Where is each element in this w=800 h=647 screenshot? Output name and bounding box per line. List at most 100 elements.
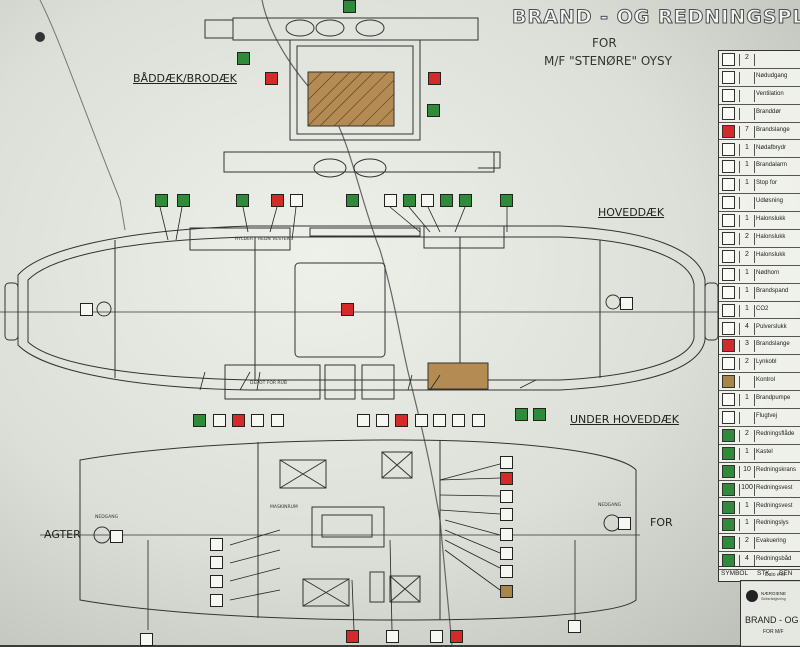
hose-icon bbox=[395, 414, 408, 427]
company-logo-icon bbox=[746, 590, 758, 602]
hose-icon bbox=[341, 303, 354, 316]
shutoff-icon bbox=[271, 414, 284, 427]
buoy-icon bbox=[500, 194, 513, 207]
boat-deck-label: BÅDDÆK/BRODÆK bbox=[133, 72, 237, 85]
nedgang-fore-label: NEDGANG bbox=[598, 503, 622, 508]
legend-text: Redningsvest bbox=[756, 484, 793, 491]
company-block: NÆRGIENE Skibsrådgivning BRAND - OG FOR … bbox=[740, 580, 800, 647]
legend-qty: 10 bbox=[739, 465, 755, 478]
legend-text: Brandslange bbox=[756, 341, 790, 348]
arrow-icon bbox=[110, 530, 123, 543]
stair-icon bbox=[722, 196, 735, 210]
legend-qty: 2 bbox=[739, 429, 755, 442]
flight-icon bbox=[722, 411, 735, 424]
legend-qty: 1 bbox=[739, 286, 755, 299]
raft-icon bbox=[155, 194, 168, 207]
fire-icon bbox=[415, 414, 428, 427]
shutoff-icon bbox=[568, 620, 581, 633]
hatched-room bbox=[427, 362, 489, 390]
legend-text: Brandpumpe bbox=[756, 395, 791, 402]
plan-title: BRAND - OG REDNINGSPL bbox=[512, 6, 800, 29]
legend-header: SYMBOL STK BEN bbox=[719, 566, 800, 581]
hose-icon bbox=[722, 339, 735, 353]
blanket-icon bbox=[722, 357, 735, 371]
legend-header-text: BEN bbox=[779, 570, 793, 577]
line-icon bbox=[722, 536, 735, 550]
hose-icon bbox=[376, 414, 389, 427]
pump-icon bbox=[722, 393, 735, 407]
legend-text: Flugtvej bbox=[756, 413, 778, 419]
buoy-icon bbox=[346, 194, 359, 207]
vest-icon bbox=[440, 194, 453, 207]
alarm-icon bbox=[232, 414, 245, 427]
buoy-icon bbox=[403, 194, 416, 207]
ext-icon bbox=[722, 232, 735, 245]
fire-icon bbox=[500, 456, 513, 469]
legend-header-symbol: SYMBOL bbox=[721, 570, 749, 577]
co2-icon bbox=[722, 303, 735, 317]
legend-text: Brandspand bbox=[756, 287, 789, 294]
legend-qty bbox=[739, 89, 755, 102]
legend-text: Halonslukk bbox=[756, 251, 786, 258]
legend-qty: 4 bbox=[739, 322, 755, 335]
legend-qty: 1 bbox=[739, 143, 755, 156]
legend-text: Evakuering bbox=[756, 538, 787, 545]
boat-deck-plan bbox=[204, 17, 501, 178]
legend-qty: 2 bbox=[739, 54, 755, 66]
legend-qty: 2 bbox=[739, 537, 755, 550]
fire-icon bbox=[386, 630, 399, 643]
buoy-icon bbox=[193, 414, 206, 427]
door-icon bbox=[290, 194, 303, 207]
legend-qty: 100 bbox=[739, 483, 755, 496]
vest-icon bbox=[722, 500, 735, 514]
vest-icon bbox=[722, 482, 735, 496]
legend-text: Nødhorn bbox=[756, 269, 780, 276]
shelves-label: HYLDER bbox=[235, 237, 254, 242]
legend-row: Flugtvej bbox=[719, 409, 800, 427]
under-deck-plan bbox=[40, 439, 640, 621]
fire-icon bbox=[722, 160, 735, 174]
legend-text: Redningsbåd bbox=[756, 556, 792, 563]
ext-icon bbox=[500, 528, 513, 541]
legend-qty: 4 bbox=[739, 555, 755, 568]
legend-text: Nødudgang bbox=[756, 72, 788, 79]
fire-door-icon bbox=[251, 414, 264, 427]
date-label: Dato e er bbox=[765, 572, 786, 578]
light-icon bbox=[722, 518, 735, 532]
legend-qty bbox=[739, 376, 755, 389]
arrow-icon bbox=[618, 517, 631, 530]
legend-row: Ventilation bbox=[719, 87, 800, 105]
stain-mark bbox=[35, 32, 45, 42]
arrow-icon bbox=[620, 297, 633, 310]
vest-icon bbox=[236, 194, 249, 207]
legend-text: Redningslys bbox=[756, 520, 789, 527]
hose-icon bbox=[346, 630, 359, 643]
company-plan-title: BRAND - OG bbox=[745, 615, 799, 625]
shutoff-icon bbox=[722, 178, 735, 192]
legend-qty: 7 bbox=[739, 125, 755, 138]
legend-qty: 1 bbox=[739, 179, 755, 192]
legend-text: Halonslukk bbox=[756, 216, 786, 223]
legend-header-qty: STK bbox=[757, 570, 770, 577]
fire-icon bbox=[452, 414, 465, 427]
legend-qty: 1 bbox=[739, 519, 755, 532]
arrow-icon bbox=[80, 303, 93, 316]
ext-icon bbox=[210, 594, 223, 607]
exit-icon bbox=[343, 0, 356, 13]
legend-text: Brandslange bbox=[756, 126, 790, 133]
ext-icon bbox=[213, 414, 226, 427]
depot-label: DEPOT FOR RUB bbox=[250, 381, 287, 386]
legend-text: Udløsning bbox=[756, 198, 784, 205]
